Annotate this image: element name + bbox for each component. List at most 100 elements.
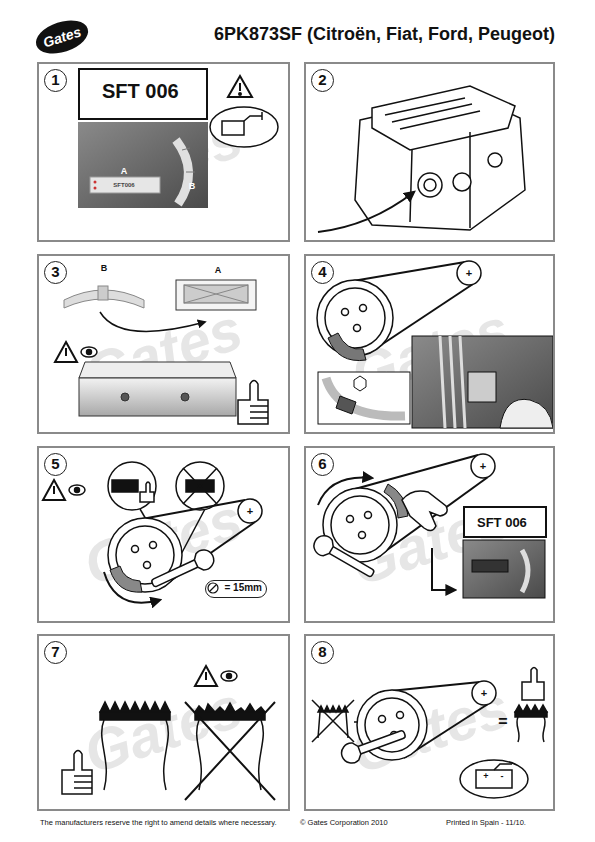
crank-pulley bbox=[144, 562, 151, 569]
check-inset bbox=[183, 468, 217, 504]
crank-pulley bbox=[359, 532, 366, 539]
dimension-box: = 15mm bbox=[205, 580, 267, 598]
eye-symbol bbox=[87, 350, 92, 355]
crank-pulley bbox=[365, 512, 372, 519]
idler-pulley bbox=[471, 454, 495, 478]
warning-symbol bbox=[195, 666, 217, 686]
dimension-text: = 15mm bbox=[206, 581, 262, 595]
assembled-tool bbox=[79, 378, 236, 416]
warning-symbol bbox=[53, 486, 55, 494]
detail-inset bbox=[318, 372, 410, 424]
battery-sign: - bbox=[501, 772, 504, 781]
equals-sign: = bbox=[498, 714, 507, 730]
step-panel: 5= 15mm bbox=[37, 446, 290, 623]
rotation-arrow bbox=[318, 478, 372, 505]
wrench bbox=[354, 730, 406, 755]
wrench bbox=[326, 545, 375, 578]
crank-pulley bbox=[108, 518, 182, 592]
engine-sketch bbox=[488, 153, 502, 167]
thumbs-up bbox=[250, 406, 268, 418]
battery-sign: + bbox=[483, 772, 488, 781]
assembled-tool bbox=[181, 393, 189, 401]
belt-profile-good bbox=[515, 712, 547, 717]
tool-code-box: SFT 006 bbox=[78, 68, 208, 120]
check-inset bbox=[140, 482, 154, 502]
warning-symbol bbox=[43, 480, 65, 500]
wrench bbox=[310, 532, 377, 583]
engine-sketch bbox=[385, 98, 480, 129]
fitting-tool bbox=[110, 566, 142, 592]
old-belt-crossed bbox=[312, 700, 354, 742]
crank-pulley bbox=[132, 546, 139, 553]
step-number: 4 bbox=[311, 261, 334, 284]
logo-oval bbox=[32, 14, 93, 59]
warning-symbol bbox=[195, 666, 217, 686]
step-panel: 3 bbox=[37, 254, 290, 434]
idler-pulley bbox=[457, 261, 481, 285]
belt-profile-good bbox=[100, 712, 170, 720]
step-number: 6 bbox=[311, 453, 334, 476]
part-letter: B bbox=[189, 182, 196, 191]
check-inset bbox=[108, 462, 156, 510]
tool-part-b bbox=[98, 286, 108, 300]
detail-inset bbox=[318, 372, 410, 424]
warning-symbol bbox=[228, 76, 252, 97]
crank-pulley bbox=[342, 309, 349, 316]
warning-symbol bbox=[55, 342, 77, 362]
warning-symbol bbox=[65, 348, 67, 356]
detail-photo bbox=[500, 399, 553, 428]
eye-symbol bbox=[81, 347, 97, 357]
belt bbox=[344, 455, 478, 492]
eye-symbol bbox=[221, 671, 237, 681]
battery-symbol bbox=[210, 107, 278, 147]
step-panel: 6SFT 006 bbox=[304, 446, 555, 623]
step-panel: 7 bbox=[37, 634, 290, 811]
part-letter: B bbox=[101, 264, 108, 273]
tool-photo bbox=[94, 181, 97, 184]
tool-part-a bbox=[184, 285, 248, 303]
tool-photo bbox=[94, 187, 97, 190]
tool-part-a bbox=[176, 280, 256, 310]
battery-symbol bbox=[222, 121, 244, 135]
assembled-tool bbox=[79, 362, 236, 378]
fitting-tool bbox=[328, 333, 366, 361]
check-inset bbox=[112, 480, 138, 492]
pulley-sign: + bbox=[466, 268, 472, 279]
crank-pulley bbox=[150, 542, 157, 549]
tool-photo bbox=[182, 148, 190, 150]
crank-pulley bbox=[317, 280, 393, 356]
footer-note: The manufacturers reserve the right to a… bbox=[40, 819, 277, 827]
battery-symbol bbox=[244, 116, 262, 121]
crank-pulley bbox=[379, 716, 386, 723]
footer-note: © Gates Corporation 2010 bbox=[300, 819, 388, 827]
battery-symbol bbox=[261, 112, 263, 120]
pulley-sign: + bbox=[247, 506, 253, 517]
eye-symbol bbox=[81, 347, 97, 357]
crank-pulley bbox=[397, 712, 404, 719]
eye-symbol bbox=[221, 671, 237, 681]
assembled-tool bbox=[121, 393, 129, 401]
tool-code: SFT 006 bbox=[477, 515, 545, 530]
rotation-arrow bbox=[318, 478, 372, 505]
tool-photo bbox=[186, 172, 195, 173]
battery-symbol bbox=[476, 770, 512, 788]
warning-symbol bbox=[55, 342, 77, 362]
warning-symbol bbox=[239, 93, 241, 95]
thumbs-up bbox=[238, 381, 268, 425]
belt-profile-good bbox=[517, 717, 545, 742]
step-panel: 1SFT 006 bbox=[37, 62, 290, 242]
belt-profile-worn bbox=[185, 702, 275, 800]
engine-sketch bbox=[424, 179, 436, 191]
detail-inset bbox=[354, 376, 366, 391]
belt-profile-worn bbox=[195, 712, 265, 720]
engine-sketch bbox=[453, 173, 471, 191]
warning-symbol bbox=[239, 83, 241, 91]
crank-pulley bbox=[347, 516, 354, 523]
pointer-arrow bbox=[318, 192, 414, 232]
fitting-tool bbox=[328, 333, 366, 361]
wrench-icon bbox=[208, 583, 218, 593]
idler-pulley bbox=[238, 499, 262, 523]
wrench bbox=[151, 558, 202, 587]
tool-photo bbox=[78, 122, 208, 208]
tool-part-a bbox=[184, 285, 248, 303]
